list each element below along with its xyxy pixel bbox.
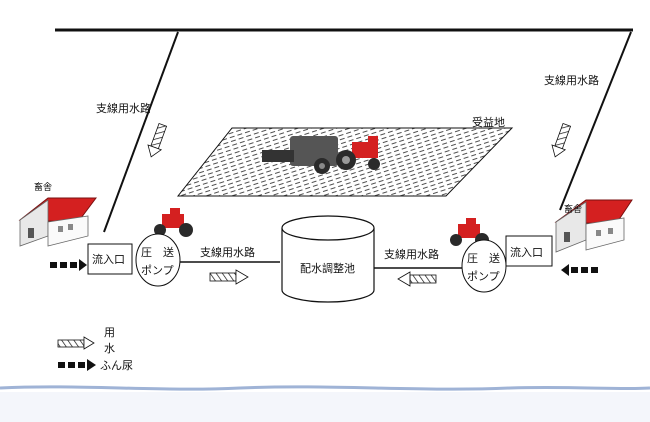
water-flow-arrow-lower-left xyxy=(209,269,249,285)
pump-label-left-line2: ポンプ xyxy=(141,264,174,277)
manure-arrow-right xyxy=(561,264,598,276)
branch-canal-label-upper-left: 支線用水路 xyxy=(96,101,151,115)
legend-water-label-2: 水 xyxy=(104,342,115,355)
manure-arrow-left xyxy=(50,259,87,271)
legend-water-arrow xyxy=(57,336,95,350)
barn-label-right: 畜舎 xyxy=(564,203,582,215)
water-flow-arrow-lower-right xyxy=(397,271,437,287)
inlet-label-left: 流入口 xyxy=(92,252,125,266)
pump-label-right-line2: ポンプ xyxy=(467,270,500,283)
pump-label-left-line1: 圧 送 xyxy=(141,245,174,259)
branch-canal-label-lower-right: 支線用水路 xyxy=(384,247,439,261)
tank-trailer xyxy=(262,136,350,174)
branch-canal-right-line xyxy=(559,31,632,211)
tractor-field xyxy=(336,136,380,170)
regulating-pond-label: 配水調整池 xyxy=(300,261,355,275)
regulating-pond xyxy=(281,215,375,303)
legend-manure-arrow xyxy=(58,359,96,371)
tractor-left xyxy=(154,208,193,237)
branch-canal-left-line xyxy=(103,31,179,233)
bottom-panel xyxy=(0,392,650,422)
legend-manure-label: ふん尿 xyxy=(100,359,133,372)
branch-canal-label-lower-left: 支線用水路 xyxy=(200,245,255,259)
barn-right xyxy=(554,199,633,253)
bottom-divider xyxy=(0,385,650,391)
inlet-label-right: 流入口 xyxy=(510,245,543,259)
pump-left xyxy=(135,233,181,287)
legend: 用 水 ふん尿 xyxy=(57,326,133,372)
pump-label-right-line1: 圧 送 xyxy=(467,251,500,265)
branch-canal-label-upper-right: 支線用水路 xyxy=(544,73,599,87)
pump-right xyxy=(461,239,507,293)
barn-left xyxy=(18,197,97,247)
inlet-box-right xyxy=(505,235,553,267)
water-flow-arrow-upper-left xyxy=(147,122,168,158)
water-flow-arrow-upper-right xyxy=(551,122,572,158)
inlet-box-left xyxy=(87,243,133,275)
legend-water-label-1: 用 xyxy=(104,326,115,339)
barn-label-left: 畜舎 xyxy=(34,181,52,193)
beneficiary-area-label: 受益地 xyxy=(472,115,505,129)
